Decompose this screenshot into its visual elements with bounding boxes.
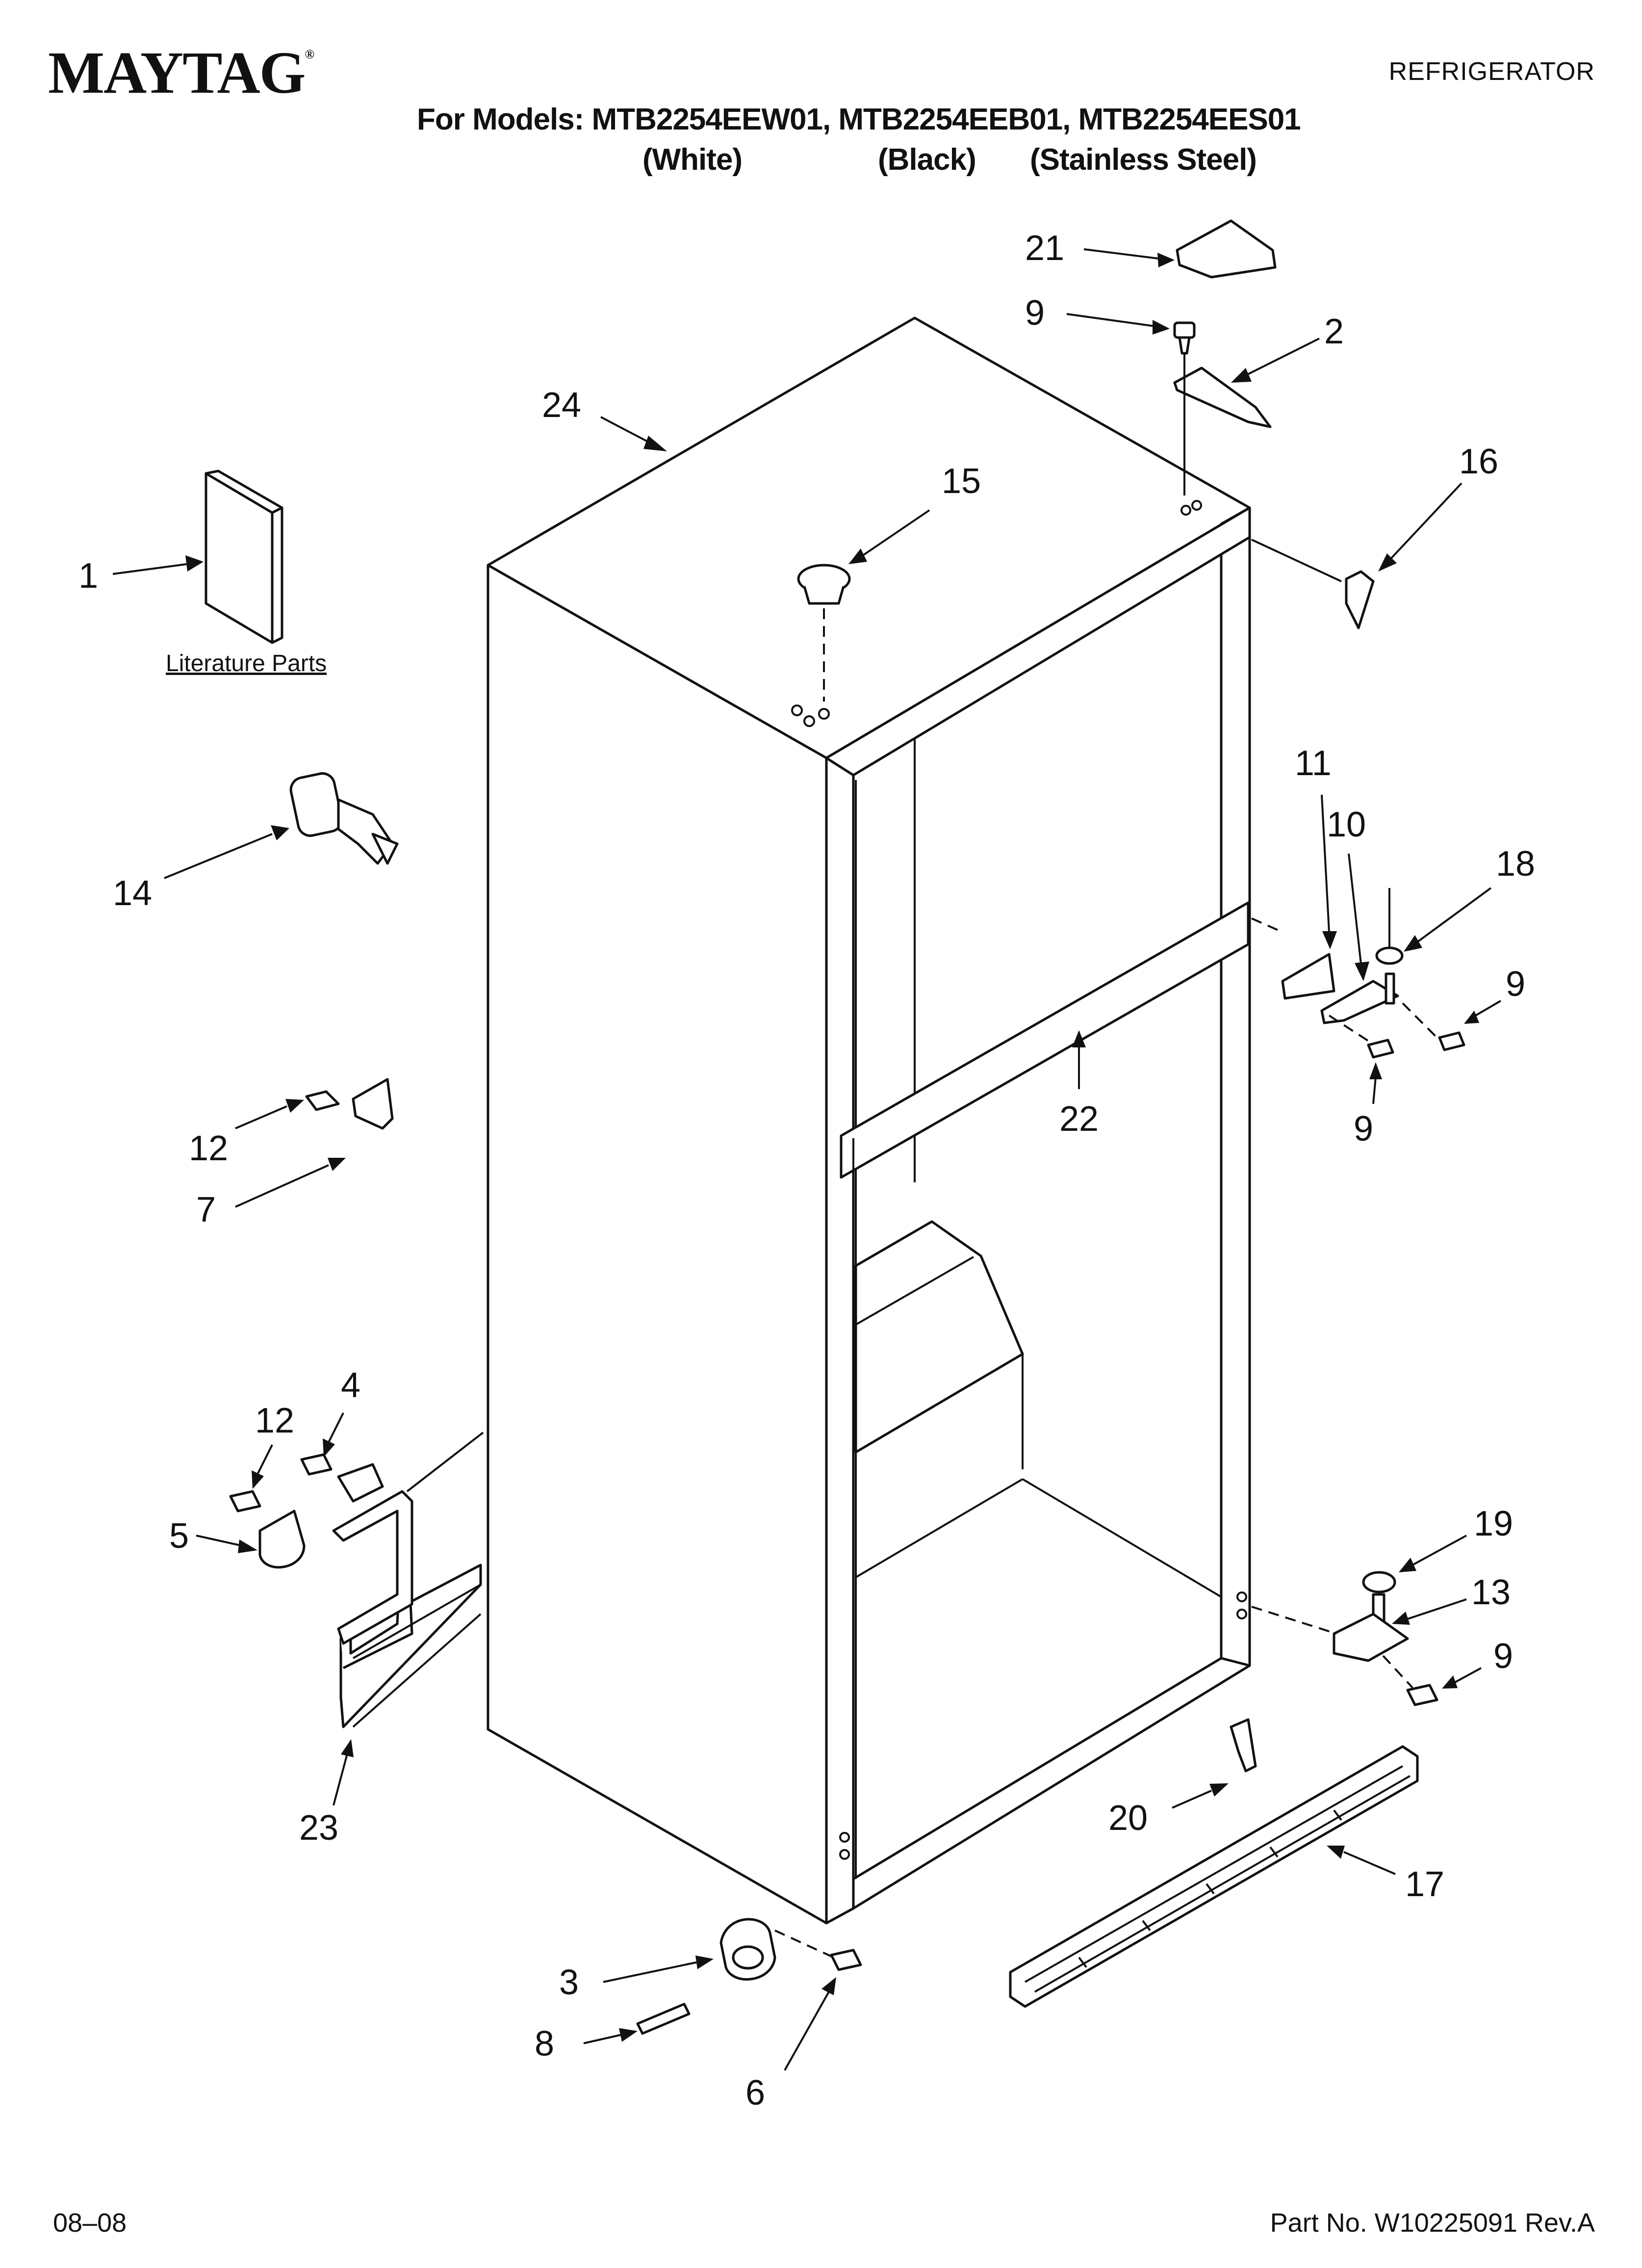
hinge-shim <box>1251 539 1375 629</box>
callout-9-bottom: 9 <box>1493 1637 1513 1676</box>
callout-18: 18 <box>1496 844 1535 884</box>
leader-lines <box>112 248 1502 2071</box>
door-stop <box>289 772 399 865</box>
callout-16: 16 <box>1459 442 1498 481</box>
finish-white: (White) <box>642 143 743 177</box>
callout-1: 1 <box>78 556 98 596</box>
callout-17: 17 <box>1405 1865 1444 1904</box>
callout-12-lower: 12 <box>255 1401 294 1440</box>
lower-left-hardware <box>229 1432 484 1728</box>
callout-14: 14 <box>113 874 152 913</box>
callout-11: 11 <box>1295 744 1332 783</box>
finish-stainless: (Stainless Steel) <box>1030 143 1257 177</box>
callout-23: 23 <box>299 1808 338 1848</box>
callout-24: 24 <box>542 386 581 425</box>
callout-9-center-below: 9 <box>1354 1109 1373 1148</box>
model-list: For Models: MTB2254EEW01, MTB2254EEB01, … <box>417 103 1301 136</box>
literature-parts-label: Literature Parts <box>166 651 327 677</box>
callout-7: 7 <box>196 1190 216 1229</box>
brand-logo: MAYTAG® <box>48 40 314 106</box>
callout-10: 10 <box>1327 805 1366 844</box>
front-roller <box>636 1918 862 2035</box>
part-number: Part No. W10225091 Rev.A <box>1270 2208 1595 2238</box>
literature-booklet <box>205 469 283 644</box>
callout-3: 3 <box>559 1963 579 2002</box>
callout-9-center-right: 9 <box>1506 965 1525 1004</box>
top-plug <box>797 564 851 702</box>
callout-13: 13 <box>1471 1573 1511 1612</box>
callout-numbers: 1 2 3 4 5 6 7 8 9 9 9 9 9 10 11 12 12 13… <box>78 229 1535 2112</box>
date-code: 08–08 <box>53 2208 127 2238</box>
finish-black: (Black) <box>878 143 976 177</box>
callout-19: 19 <box>1474 1504 1513 1543</box>
callout-12-upper: 12 <box>189 1129 228 1168</box>
callout-20: 20 <box>1108 1799 1148 1838</box>
bottom-hinge-assembly <box>1251 1571 1438 1706</box>
callout-9-top: 9 <box>1025 293 1045 333</box>
callout-22: 22 <box>1059 1099 1099 1139</box>
center-hinge-assembly <box>1251 888 1465 1059</box>
callout-8: 8 <box>535 2024 554 2063</box>
center-divider-bar <box>840 901 1250 1179</box>
base-grille <box>1009 1745 1419 2008</box>
callout-15: 15 <box>942 462 981 501</box>
callout-6: 6 <box>745 2073 765 2112</box>
top-hinge-assembly <box>1173 219 1277 495</box>
grille-clip <box>1230 1718 1257 1773</box>
callout-2: 2 <box>1324 312 1344 351</box>
callout-5: 5 <box>169 1516 189 1556</box>
bracket-7 <box>305 1078 394 1130</box>
cabinet-shell <box>487 316 1251 1925</box>
callout-21: 21 <box>1025 229 1064 268</box>
callout-4: 4 <box>341 1366 360 1405</box>
appliance-category: REFRIGERATOR <box>1388 57 1595 86</box>
